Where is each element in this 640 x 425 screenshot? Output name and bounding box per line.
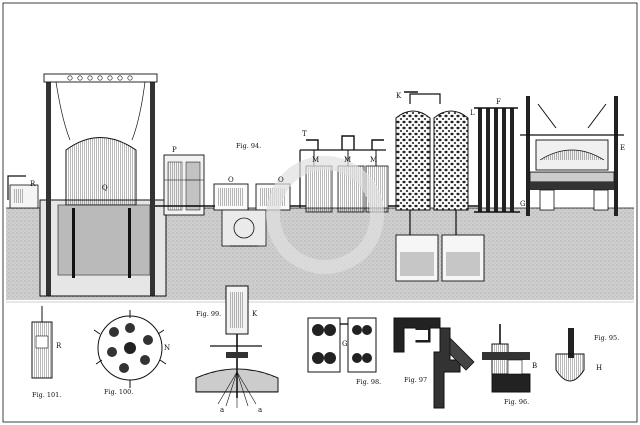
fig95-drawing: [555, 328, 585, 382]
caption-fig98: Fig. 98.: [356, 378, 381, 386]
caption-fig100: Fig. 100.: [104, 388, 133, 396]
pipe-T: [306, 135, 384, 150]
fig99-drawing: [195, 285, 279, 408]
gasholder-column-right: [150, 80, 155, 296]
caption-fig97: Fig. 97: [404, 376, 427, 384]
caption-fig99: Fig. 99.: [196, 310, 221, 318]
label-M1: M: [312, 156, 319, 164]
gasholder-bell: [65, 137, 137, 206]
label-M2: M: [344, 156, 351, 164]
fig96-drawing: [482, 324, 531, 393]
label-T: T: [302, 130, 307, 138]
retort-house: [520, 96, 624, 216]
watermark-circle: [266, 156, 384, 274]
label-G: G: [520, 200, 526, 208]
label-P: P: [172, 146, 177, 154]
label-H: H: [596, 364, 602, 372]
label-a1: a: [220, 406, 224, 414]
fig101-drawing: [31, 306, 53, 379]
gasholder-column-left: [46, 80, 51, 296]
condenser-pipes-F: [474, 107, 520, 213]
label-K-fig99: K: [252, 310, 258, 318]
fig100-drawing: [93, 310, 167, 388]
caption-fig95: Fig. 95.: [594, 334, 619, 342]
label-G-fig98: G: [342, 340, 348, 348]
label-Q: Q: [102, 184, 108, 192]
exhauster: [221, 209, 267, 247]
caption-fig101: Fig. 101.: [32, 391, 61, 399]
gasholder-top-girder: [43, 73, 158, 83]
fig98-drawing: [307, 317, 377, 373]
label-O1: O: [228, 176, 234, 184]
label-E: E: [620, 144, 625, 152]
gasholder-water-tank: [57, 204, 151, 276]
caption-fig94: Fig. 94.: [236, 142, 261, 150]
fig94-section-view: [6, 73, 634, 300]
label-L: L: [470, 109, 475, 117]
label-N: N: [164, 344, 170, 352]
caption-fig96: Fig. 96.: [504, 398, 529, 406]
label-R-fig101: R: [56, 342, 62, 350]
label-a2: a: [258, 406, 262, 414]
coke-scrubbers: [395, 91, 469, 211]
gasholder-girder-ornament: [67, 75, 133, 81]
label-B: B: [532, 362, 537, 370]
label-F: F: [496, 98, 501, 106]
label-M3: M: [370, 156, 377, 164]
label-K: K: [396, 92, 402, 100]
label-R: R: [30, 180, 36, 188]
label-O2: O: [278, 176, 284, 184]
fig97-drawing: [393, 317, 475, 409]
